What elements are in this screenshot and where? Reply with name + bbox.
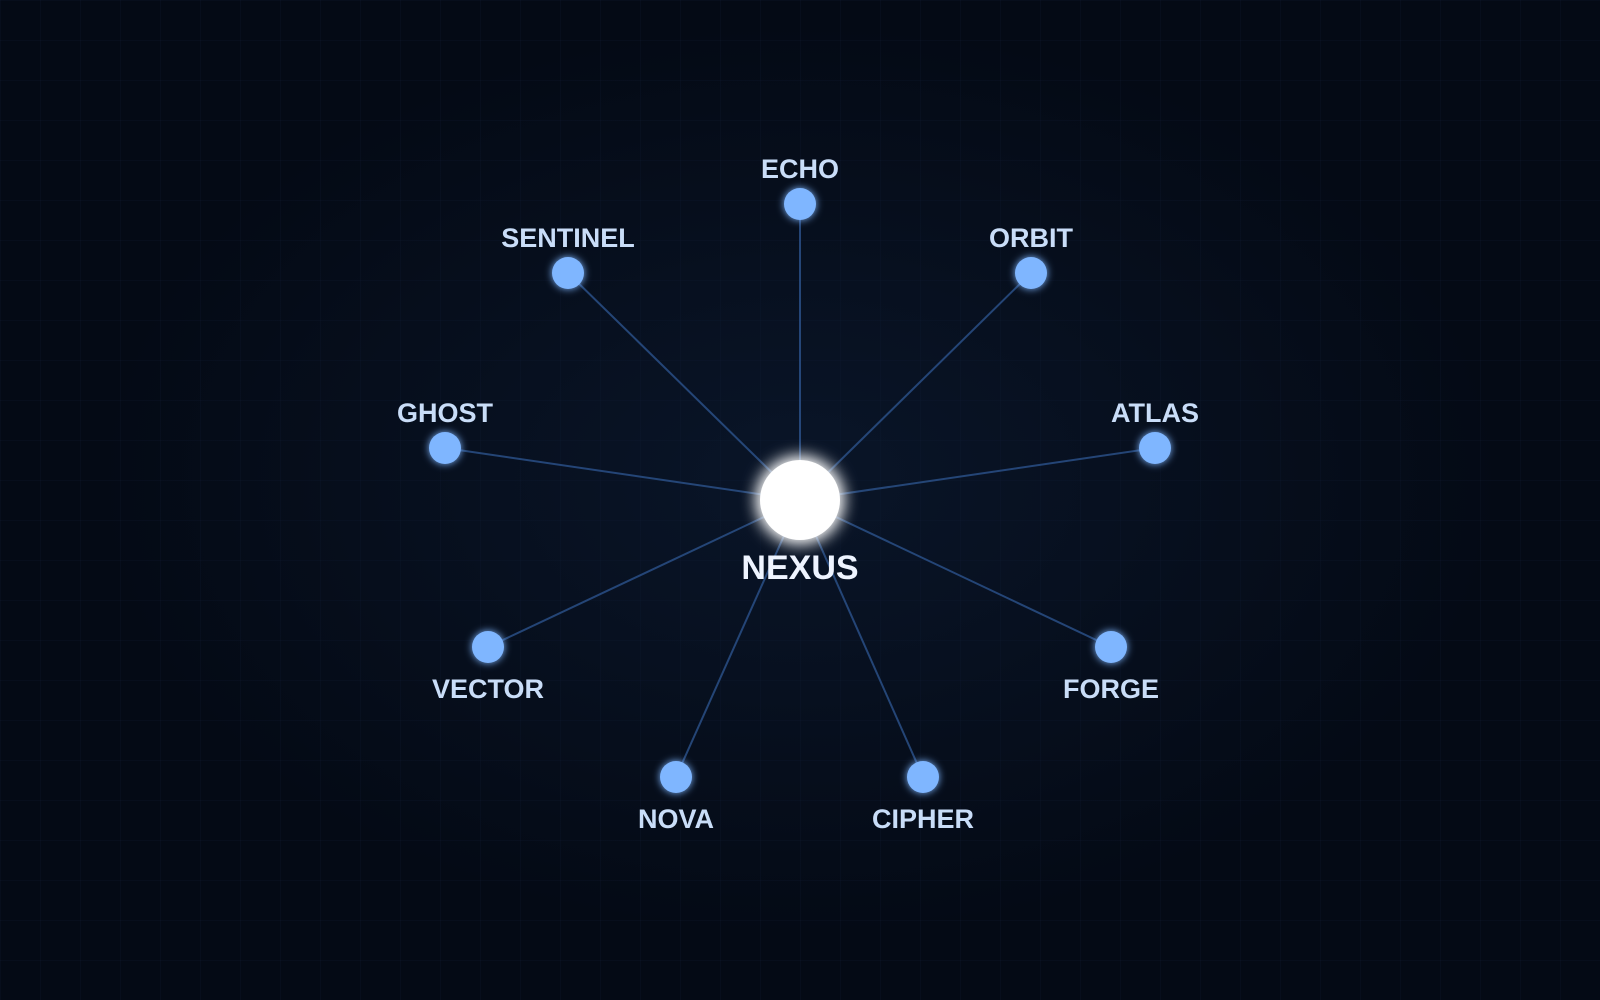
edge-nexus-nova [675, 499, 801, 778]
edge-nexus-sentinel [567, 272, 801, 501]
node-ghost-label: GHOST [397, 398, 494, 428]
node-vector-dot[interactable] [472, 631, 504, 663]
edge-nexus-cipher [799, 499, 924, 778]
hub-node-label: NEXUS [741, 549, 858, 587]
node-sentinel[interactable]: SENTINEL [501, 223, 635, 289]
hub-layer: NEXUS [741, 460, 859, 587]
node-forge-dot[interactable] [1095, 631, 1127, 663]
node-echo-dot[interactable] [784, 188, 816, 220]
edge-nexus-atlas [799, 447, 1156, 501]
node-nova-label: NOVA [638, 804, 714, 834]
edge-nexus-ghost [444, 447, 801, 501]
node-forge[interactable]: FORGE [1063, 631, 1159, 704]
node-ghost-dot[interactable] [429, 432, 461, 464]
node-nova-dot[interactable] [660, 761, 692, 793]
node-ghost[interactable]: GHOST [397, 398, 494, 464]
edges-layer [444, 204, 1156, 778]
node-cipher-dot[interactable] [907, 761, 939, 793]
node-cipher-label: CIPHER [872, 804, 974, 834]
node-sentinel-dot[interactable] [552, 257, 584, 289]
node-forge-label: FORGE [1063, 674, 1159, 704]
node-orbit-dot[interactable] [1015, 257, 1047, 289]
node-echo-label: ECHO [761, 154, 839, 184]
node-cipher[interactable]: CIPHER [872, 761, 974, 834]
edge-nexus-vector [487, 499, 801, 648]
nodes-layer: ECHO ORBIT ATLAS FORGE CIPHER NOVA VECTOR GHOST… [397, 154, 1199, 834]
node-atlas[interactable]: ATLAS [1111, 398, 1199, 464]
edge-nexus-forge [799, 499, 1112, 648]
hub-node-dot[interactable] [760, 460, 840, 540]
node-atlas-label: ATLAS [1111, 398, 1199, 428]
node-orbit[interactable]: ORBIT [989, 223, 1074, 289]
node-orbit-label: ORBIT [989, 223, 1074, 253]
node-sentinel-label: SENTINEL [501, 223, 635, 253]
node-vector-label: VECTOR [432, 674, 544, 704]
edge-nexus-orbit [799, 272, 1032, 501]
node-echo[interactable]: ECHO [761, 154, 839, 220]
node-atlas-dot[interactable] [1139, 432, 1171, 464]
node-vector[interactable]: VECTOR [432, 631, 544, 704]
node-nova[interactable]: NOVA [638, 761, 714, 834]
hub-node[interactable]: NEXUS [741, 460, 859, 587]
